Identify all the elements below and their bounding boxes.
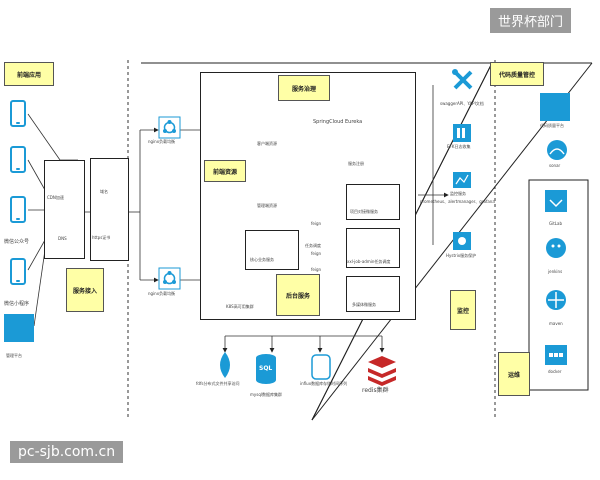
influx-label: influx数据库存储时间序列	[300, 381, 348, 386]
jenkins-label: jenkins	[548, 269, 563, 274]
feign-label-1: feign	[311, 221, 322, 226]
sonar-label: sonar	[549, 163, 561, 168]
watermark-top: 世界杯部门	[490, 8, 572, 33]
fdfs-label: fdfs分布式文件共享访问	[196, 381, 240, 386]
project-service-label: 项目对接微服务	[350, 209, 378, 214]
nginx-bottom-label: nginx负载均衡	[148, 291, 176, 296]
code-platform-label: 代码质量平台	[540, 123, 564, 128]
core-service-box	[245, 230, 299, 270]
eureka-label: SpringCloud Eureka	[313, 119, 363, 125]
note-frontend-resources: 前端资源	[204, 160, 246, 182]
ops-triangle-edge	[311, 62, 593, 421]
mobile-client-2-icon	[10, 146, 26, 173]
mobile-client-4-icon	[10, 258, 26, 285]
note-backend-services: 后台服务	[276, 274, 320, 316]
efk-label: EFK日志收集	[447, 144, 471, 149]
gitlab-label: GitLab	[549, 221, 562, 226]
mgmt-platform-icon	[4, 314, 34, 342]
efk-icon	[453, 124, 471, 142]
fdfs-icon	[220, 352, 230, 378]
note-monitoring: 监控	[450, 290, 476, 330]
xxl-job-box	[346, 228, 400, 268]
wechat-mini-label: 微信小程序	[4, 301, 30, 307]
jenkins-icon	[546, 238, 566, 258]
media-service-label: 多媒体微服务	[352, 302, 376, 307]
sonar-icon	[547, 140, 567, 160]
task-dispatch-label: 任务调度	[305, 243, 321, 248]
dns-label: DNS	[58, 236, 67, 241]
nginx-bottom-icon	[158, 267, 181, 290]
note-service-access: 服务接入	[66, 268, 104, 312]
cdn-group-box	[44, 160, 85, 259]
feign-label-3: feign	[311, 267, 322, 272]
redis-icon	[368, 356, 396, 386]
note-service-governance: 服务治理	[278, 75, 330, 101]
register-label: 服务注册	[348, 161, 364, 166]
watermark-bottom: pc-sjb.com.cn	[10, 441, 124, 463]
prometheus-label: prometheus、alertmanager、grafana	[420, 199, 495, 204]
wechat-official-label: 微信公众号	[4, 239, 30, 245]
note-ops: 运维	[498, 352, 530, 396]
feign-label-2: feign	[311, 251, 322, 256]
sql-label: SQL	[259, 365, 273, 372]
docker-label: docker	[548, 369, 562, 374]
domain-group-box	[90, 158, 129, 261]
swagger-label: swaggerAPI、YAPI文档	[440, 101, 484, 106]
influx-icon	[311, 354, 331, 380]
xxl-job-label: xxl-job-admin任务调度	[347, 259, 391, 264]
domain-label: 域名	[100, 189, 108, 194]
note-code-quality: 代码质量管控	[490, 62, 544, 86]
redis-label: redis集群	[362, 387, 389, 394]
nginx-top-icon	[158, 116, 181, 139]
mobile-client-3-icon	[10, 196, 26, 223]
cdn-label: CDN加速	[47, 195, 64, 200]
mysql-icon	[256, 354, 276, 384]
note-frontend-app: 前端应用	[4, 62, 54, 86]
nginx-top-label: nginx负载均衡	[148, 139, 176, 144]
mgmt-platform-label: 管理平台	[6, 353, 22, 358]
maven-label: maven	[549, 321, 563, 326]
gitlab-icon	[545, 190, 567, 212]
monitor-service-icon	[453, 172, 471, 188]
code-platform-icon	[540, 93, 570, 121]
tools-icon	[452, 69, 473, 90]
k8s-cluster-label: K8S高可用集群	[226, 304, 254, 309]
admin-res-label: 管理端资源	[257, 203, 277, 208]
docker-icon	[545, 345, 567, 365]
https-cert-label: https证书	[92, 235, 111, 240]
monitor-service-label: 监控服务	[450, 191, 466, 196]
hystrix-label: Hystrix服务保护	[446, 253, 477, 258]
maven-icon	[546, 290, 566, 310]
client-res-label: 客户端资源	[257, 141, 277, 146]
hystrix-icon	[453, 232, 471, 250]
core-service-label: 核心业务服务	[250, 257, 274, 262]
mysql-label: mysql数据库集群	[250, 392, 282, 397]
mobile-client-1-icon	[10, 100, 26, 127]
project-service-box	[346, 184, 400, 220]
media-service-box	[346, 276, 400, 312]
